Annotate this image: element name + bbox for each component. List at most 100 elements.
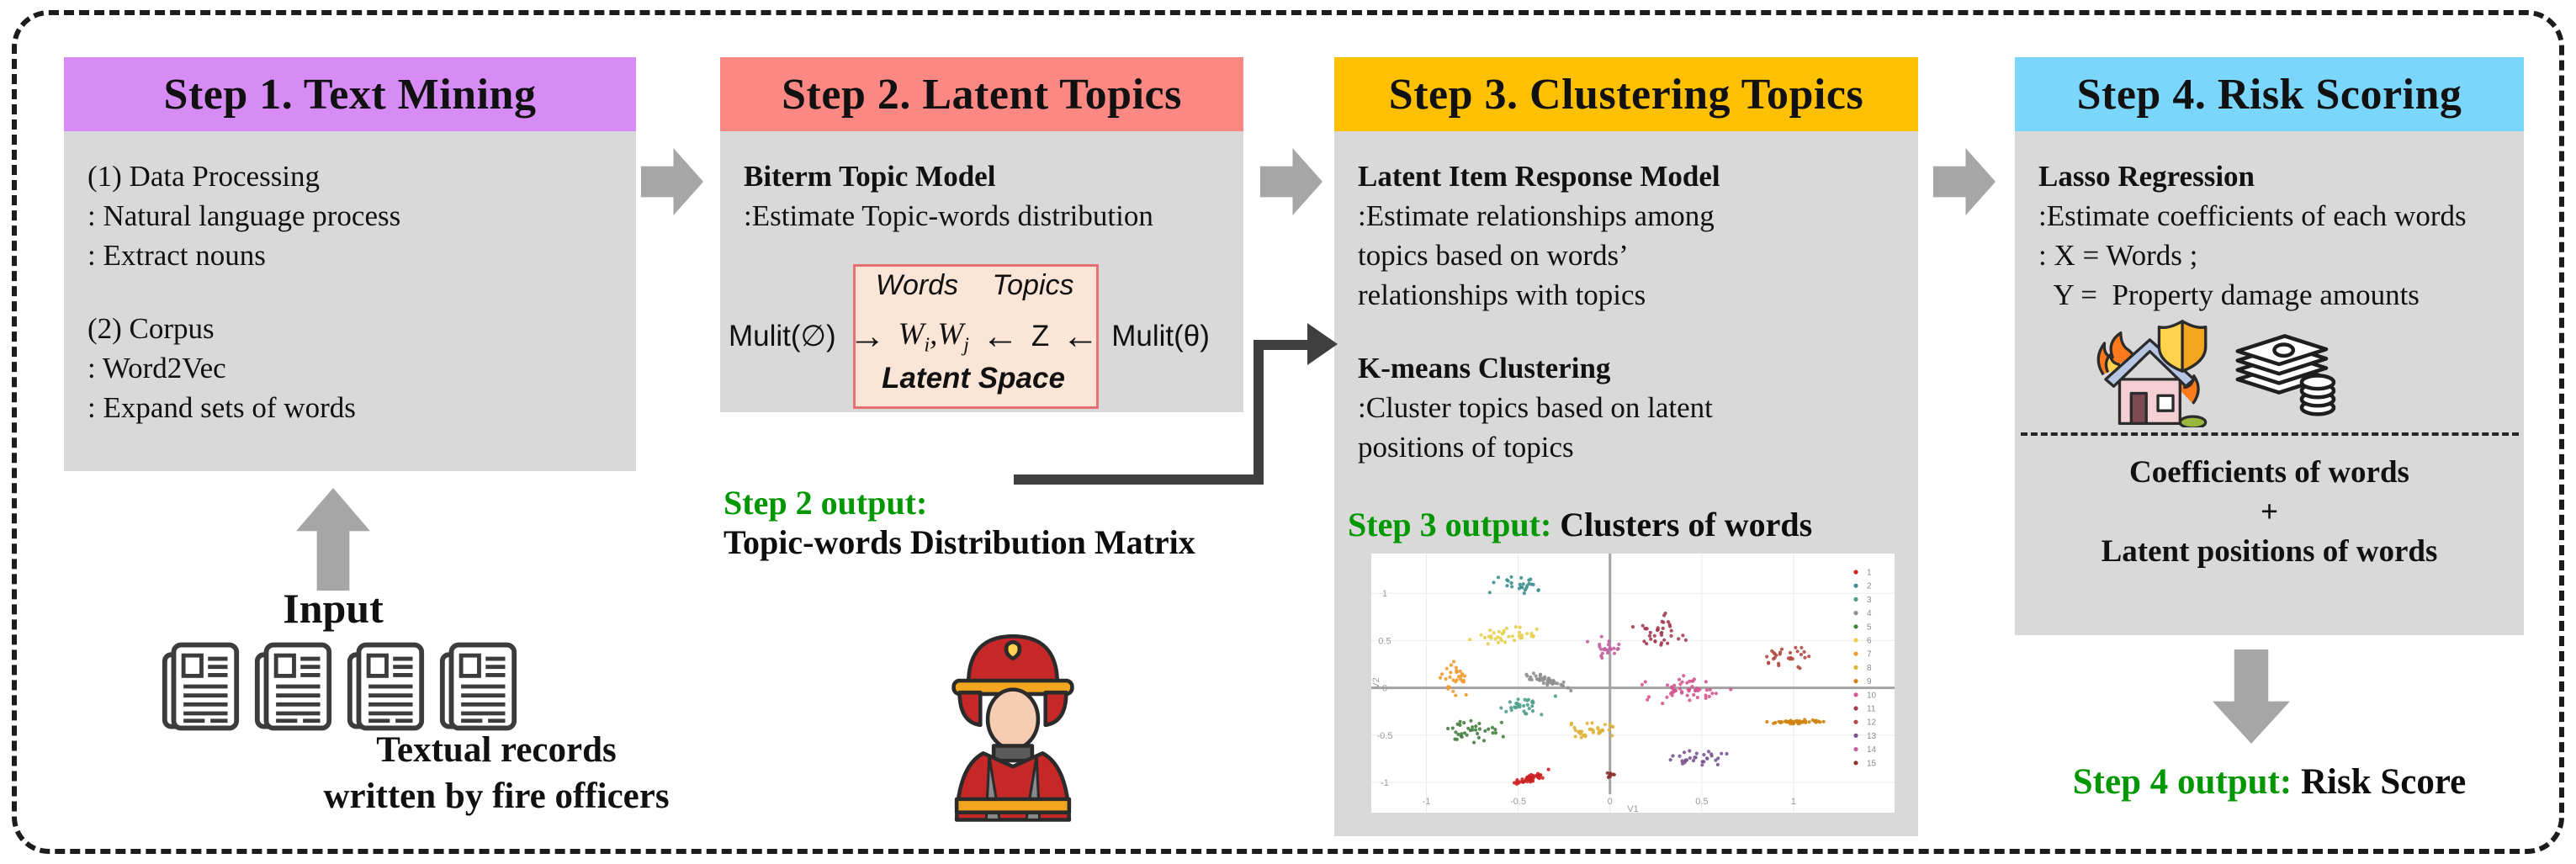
step2-header: Step 2. Latent Topics — [720, 57, 1243, 131]
firefighter-icon — [951, 633, 1074, 822]
svg-text:9: 9 — [1867, 677, 1872, 686]
step1-body-lines: (1) Data Processing: Natural language pr… — [64, 131, 636, 427]
svg-text:8: 8 — [1867, 664, 1872, 673]
svg-text:6: 6 — [1867, 637, 1872, 646]
newspaper-icon — [347, 642, 425, 731]
body-line: : X = Words ; — [2038, 239, 2198, 272]
step4-body-lines: Lasso Regression :Estimate coefficients o… — [2015, 131, 2524, 315]
arrow-left-icon: ← — [981, 315, 1019, 357]
svg-text:0.5: 0.5 — [1378, 636, 1391, 646]
body-line: Biterm Topic Model — [744, 160, 996, 193]
svg-text:V1: V1 — [1627, 804, 1638, 813]
body-line: :Cluster topics based on latent — [1358, 391, 1713, 424]
input-caption-line1: Textual records — [376, 730, 617, 770]
svg-text:15: 15 — [1867, 759, 1877, 768]
body-line: Latent Item Response Model — [1358, 160, 1720, 193]
body-line: :Estimate Topic-words distribution — [744, 199, 1153, 232]
arrow-right-icon: → — [848, 315, 886, 357]
body-line: :Estimate relationships among — [1358, 199, 1715, 232]
body-line: : Natural language process — [87, 199, 401, 232]
svg-text:7: 7 — [1867, 650, 1872, 660]
body-line: : Word2Vec — [87, 352, 226, 384]
money-icon — [2235, 334, 2336, 416]
body-line: : Expand sets of words — [87, 391, 356, 424]
body-line — [1358, 315, 1905, 348]
elbow-connector — [1014, 474, 1264, 485]
flow-arrow-step2-step3-icon — [1260, 148, 1322, 215]
svg-text:-0.5: -0.5 — [1510, 797, 1526, 807]
burning-house-shield-icon — [2096, 320, 2208, 427]
step4-risk-scoring-box: Step 4. Risk Scoring Lasso Regression :Es… — [2015, 57, 2524, 635]
svg-text:V2: V2 — [1371, 677, 1381, 688]
step1-text-mining-box: Step 1. Text Mining (1) Data Processing:… — [64, 57, 636, 471]
body-line — [87, 275, 623, 309]
body-line: Lasso Regression — [2038, 160, 2255, 193]
newspapers-row — [160, 638, 519, 735]
coefficients-line: Coefficients of words — [2129, 455, 2409, 490]
step1-header: Step 1. Text Mining — [64, 57, 636, 131]
newspaper-icon — [254, 642, 332, 731]
input-caption-line2: written by fire officers — [323, 777, 670, 816]
flow-arrow-step3-step4-icon — [1933, 148, 1996, 215]
step4-title: Step 4. Risk Scoring — [2076, 70, 2462, 119]
step4-output-text: Risk Score — [2300, 762, 2467, 802]
step4-sum-block: Coefficients of words + Latent positions… — [2015, 453, 2524, 571]
svg-text:-1: -1 — [1381, 778, 1389, 788]
step3-output-text: Clusters of words — [1560, 506, 1813, 543]
step4-header: Step 4. Risk Scoring — [2015, 57, 2524, 131]
step3-title: Step 3. Clustering Topics — [1388, 70, 1864, 119]
elbow-connector-arrowhead-icon — [1307, 323, 1338, 365]
svg-text:12: 12 — [1867, 718, 1877, 728]
body-line: (2) Corpus — [87, 312, 215, 345]
step2-body-lines: Biterm Topic Model :Estimate Topic-words … — [720, 131, 1243, 236]
input-label: Input — [283, 585, 384, 632]
svg-text:10: 10 — [1867, 691, 1877, 700]
latent-positions-line: Latent positions of words — [2101, 534, 2438, 569]
body-line: topics based on words’ — [1358, 239, 1629, 272]
svg-text:-1: -1 — [1423, 797, 1431, 807]
step4-output: Step 4 output: Risk Score — [2015, 762, 2524, 802]
svg-text:4: 4 — [1867, 609, 1872, 618]
svg-text:-0.5: -0.5 — [1377, 731, 1393, 741]
svg-text:1: 1 — [1791, 797, 1796, 807]
svg-text:0.5: 0.5 — [1695, 797, 1708, 807]
body-line: K-means Clustering — [1358, 352, 1611, 384]
svg-text:11: 11 — [1867, 705, 1876, 714]
svg-text:2: 2 — [1867, 582, 1872, 591]
svg-text:1: 1 — [1867, 569, 1872, 578]
flow-arrow-step1-step2-icon — [641, 148, 703, 215]
words-column-label: Words — [875, 269, 959, 301]
svg-text:1: 1 — [1382, 589, 1387, 599]
btm-formula-row: Mulit(∅) → Wi,Wj ← Z ← Mulit(θ) — [729, 313, 1210, 360]
body-line: : Extract nouns — [87, 239, 266, 272]
topics-column-label: Topics — [992, 269, 1074, 301]
latent-space-box — [853, 264, 1099, 409]
newspaper-icon — [439, 642, 517, 731]
svg-text:3: 3 — [1867, 596, 1872, 605]
step3-output-prefix: Step 3 output: — [1348, 506, 1552, 543]
down-arrow-icon — [2213, 649, 2290, 744]
input-caption: Textual records written by fire officers — [109, 727, 883, 819]
step2-output-text: Topic-words Distribution Matrix — [724, 523, 1195, 561]
topic-z-label: Z — [1031, 320, 1050, 352]
newspaper-icon — [162, 642, 240, 731]
step1-title: Step 1. Text Mining — [163, 70, 537, 119]
step3-output: Step 3 output: Clusters of words — [1348, 505, 1812, 544]
step3-header: Step 3. Clustering Topics — [1334, 57, 1918, 131]
elbow-connector — [1254, 340, 1264, 485]
mult-theta-label: Mulit(θ) — [1111, 320, 1210, 352]
step4-output-prefix: Step 4 output: — [2072, 762, 2292, 802]
svg-text:0: 0 — [1382, 684, 1387, 694]
arrow-left-icon: ← — [1062, 315, 1100, 357]
body-line: positions of topics — [1358, 431, 1574, 464]
body-line: relationships with topics — [1358, 278, 1646, 311]
svg-text:5: 5 — [1867, 623, 1872, 632]
step1-body: (1) Data Processing: Natural language pr… — [64, 131, 636, 471]
body-line: :Estimate coefficients of each words — [2038, 199, 2467, 232]
svg-text:13: 13 — [1867, 732, 1877, 741]
body-line: Y = Property damage amounts — [2038, 278, 2420, 311]
step2-output-prefix: Step 2 output: — [724, 484, 928, 522]
step2-output: Step 2 output: Topic-words Distribution … — [724, 483, 1195, 562]
